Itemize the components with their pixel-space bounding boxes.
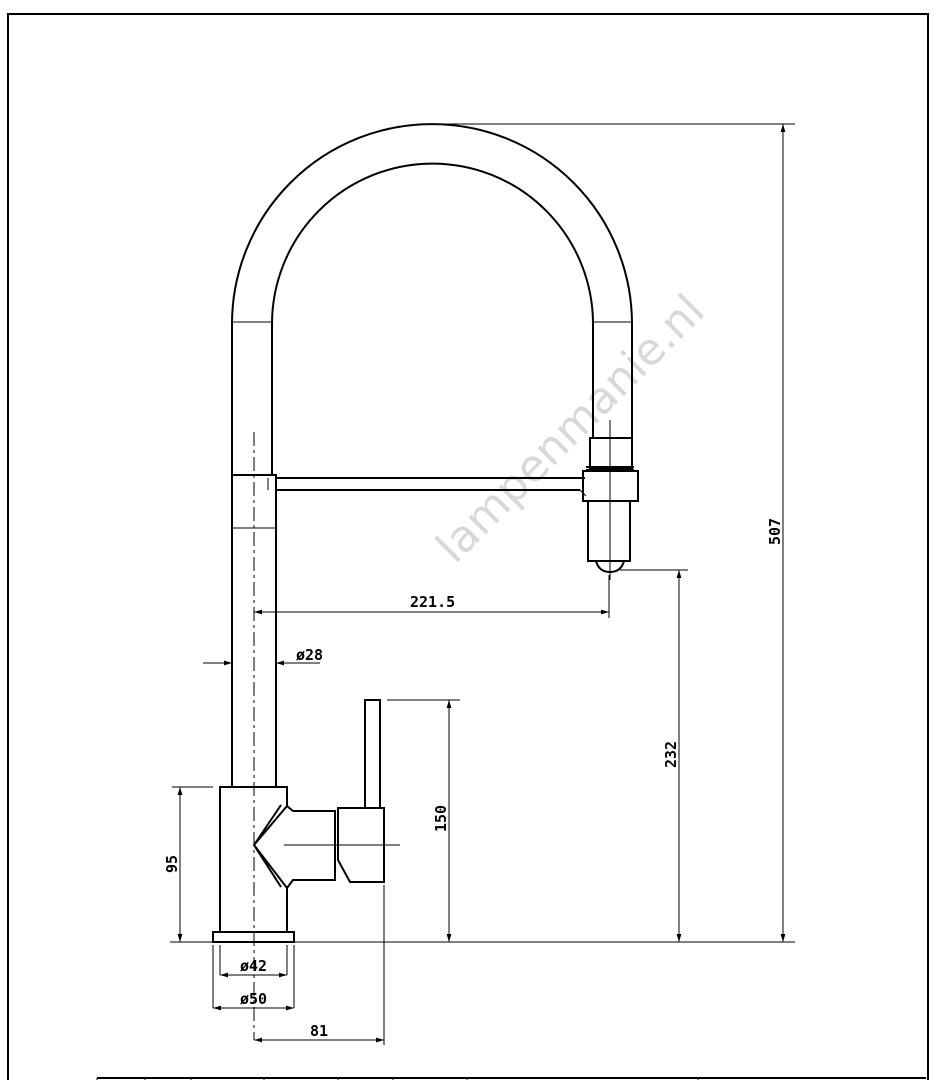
- spray-head: [582, 420, 639, 580]
- dim-column-diameter: ø28: [296, 646, 323, 664]
- dim-body-diameter: ø42: [240, 957, 267, 975]
- gooseneck-spout: [231, 123, 633, 475]
- dim-base-diameter: ø50: [240, 990, 267, 1008]
- dim-spout-height: 232: [662, 741, 680, 768]
- drawing-frame: [7, 13, 929, 1080]
- faucet-body: [212, 699, 400, 943]
- dim-total-height: 507: [766, 518, 784, 545]
- dim-lever-height: 150: [432, 805, 450, 832]
- dim-spout-reach: 221.5: [410, 593, 455, 611]
- dimension-lines: [170, 123, 795, 1045]
- faucet-column: [231, 432, 277, 1040]
- dim-lever-reach: 81: [310, 1022, 328, 1040]
- watermark: lampenmanie.nl: [427, 285, 715, 573]
- title-block-row: [96, 1077, 926, 1080]
- dim-body-height: 95: [163, 855, 181, 873]
